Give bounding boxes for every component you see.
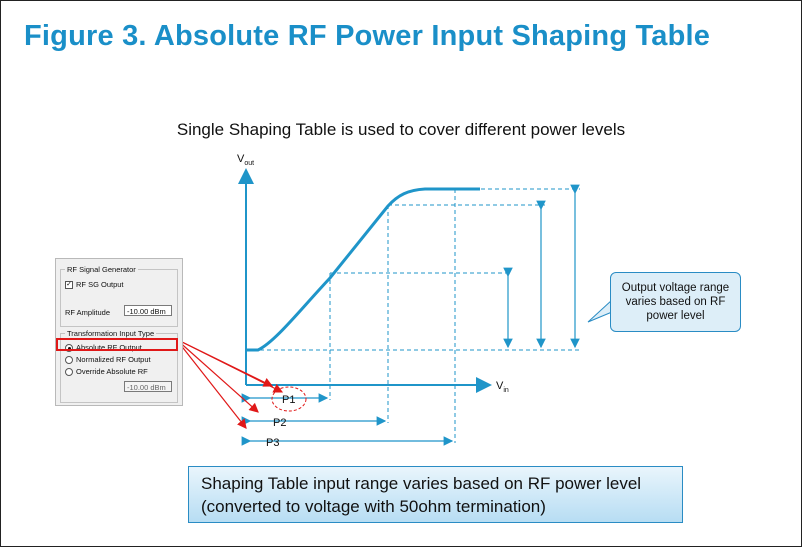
transform-group-title: Transformation Input Type bbox=[65, 329, 157, 338]
slide-title: Figure 3. Absolute RF Power Input Shapin… bbox=[24, 20, 711, 52]
option-to-range-arrows bbox=[175, 338, 284, 429]
range-label-p2: P2 bbox=[273, 417, 286, 429]
dashed-guides bbox=[246, 188, 580, 443]
input-range-note: Shaping Table input range varies based o… bbox=[188, 466, 683, 523]
y-axis-label: Vout bbox=[237, 153, 254, 167]
output-range-callout: Output voltage range varies based on RF … bbox=[610, 272, 741, 332]
rf-signal-generator-group: RF Signal Generator ✓RF SG Output RF Amp… bbox=[60, 265, 178, 327]
option-normalized-rf-output[interactable]: Normalized RF Output bbox=[65, 355, 151, 365]
input-range-arrows bbox=[241, 393, 454, 446]
rf-amplitude-label: RF Amplitude bbox=[65, 308, 111, 317]
transfer-curve bbox=[246, 187, 480, 352]
rf-group-title: RF Signal Generator bbox=[65, 265, 138, 274]
selected-option-highlight bbox=[56, 338, 178, 351]
option-absolute-rf-output[interactable]: Absolute RF Output bbox=[65, 343, 142, 353]
checkbox-check-icon: ✓ bbox=[65, 281, 73, 290]
radio-icon bbox=[65, 368, 73, 377]
rf-sg-output-label: RF SG Output bbox=[76, 280, 124, 289]
rf-amplitude-input[interactable]: -10.00 dBm bbox=[124, 305, 172, 316]
p1-highlight-ellipse bbox=[271, 386, 307, 412]
settings-panel: RF Signal Generator ✓RF SG Output RF Amp… bbox=[55, 258, 183, 406]
x-axis-label: Vin bbox=[496, 380, 509, 394]
subtitle: Single Shaping Table is used to cover di… bbox=[176, 120, 626, 139]
output-range-arrows bbox=[503, 184, 580, 349]
radio-selected-icon bbox=[65, 344, 73, 353]
option-override-absolute-rf[interactable]: Override Absolute RF bbox=[65, 367, 148, 377]
callout-pointer bbox=[587, 298, 613, 323]
range-label-p3: P3 bbox=[266, 437, 279, 449]
radio-icon bbox=[65, 356, 73, 365]
override-value-input[interactable]: -10.00 dBm bbox=[124, 381, 172, 392]
range-label-p1: P1 bbox=[282, 394, 295, 406]
transformation-input-type-group: Transformation Input Type Absolute RF Ou… bbox=[60, 329, 178, 403]
rf-sg-output-checkbox[interactable]: ✓RF SG Output bbox=[65, 280, 124, 290]
